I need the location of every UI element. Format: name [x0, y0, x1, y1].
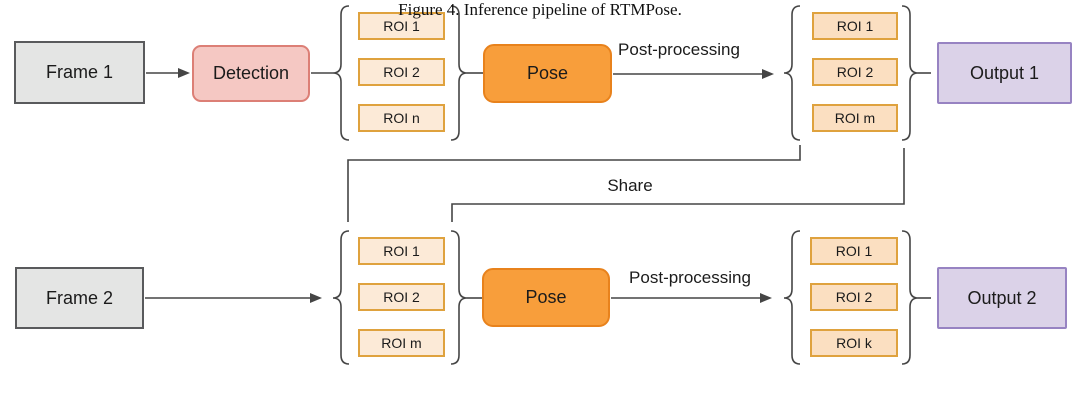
arrowhead-icon [178, 68, 190, 78]
roi-box: ROI 1 [358, 12, 445, 40]
left-brace-icon [783, 5, 801, 141]
output-2-box: Output 2 [937, 267, 1067, 329]
share-line-left [347, 145, 801, 222]
right-brace-icon [901, 5, 919, 141]
left-brace-icon [332, 230, 350, 365]
arrowhead-icon [310, 293, 322, 303]
left-brace-icon [783, 230, 801, 365]
pose-box: Pose [482, 268, 610, 327]
post-processing-label: Post-processing [629, 268, 751, 287]
right-brace-icon [901, 230, 919, 365]
frame-1-box: Frame 1 [14, 41, 145, 104]
output-1-box: Output 1 [937, 42, 1072, 104]
figure-caption: Figure 4. Inference pipeline of RTMPose. [398, 0, 682, 19]
right-brace-icon [450, 230, 468, 365]
roi-box: ROI m [812, 104, 898, 132]
roi-box: ROI m [358, 329, 445, 357]
share-line-right [451, 148, 905, 222]
arrowhead-icon [762, 69, 774, 79]
detection-box: Detection [192, 45, 310, 102]
roi-box: ROI 2 [358, 283, 445, 311]
right-brace-icon [450, 5, 468, 141]
roi-box: ROI 1 [810, 237, 898, 265]
share-label: Share [607, 176, 653, 195]
roi-box: ROI 1 [358, 237, 445, 265]
roi-box: ROI 2 [810, 283, 898, 311]
roi-box: ROI n [358, 104, 445, 132]
roi-box: ROI 2 [812, 58, 898, 86]
left-brace-icon [332, 5, 350, 141]
post-processing-label: Post-processing [618, 40, 740, 59]
frame-2-box: Frame 2 [15, 267, 144, 329]
roi-box: ROI 1 [812, 12, 898, 40]
roi-box: ROI 2 [358, 58, 445, 86]
roi-box: ROI k [810, 329, 898, 357]
arrowhead-icon [760, 293, 772, 303]
pose-box: Pose [483, 44, 612, 103]
